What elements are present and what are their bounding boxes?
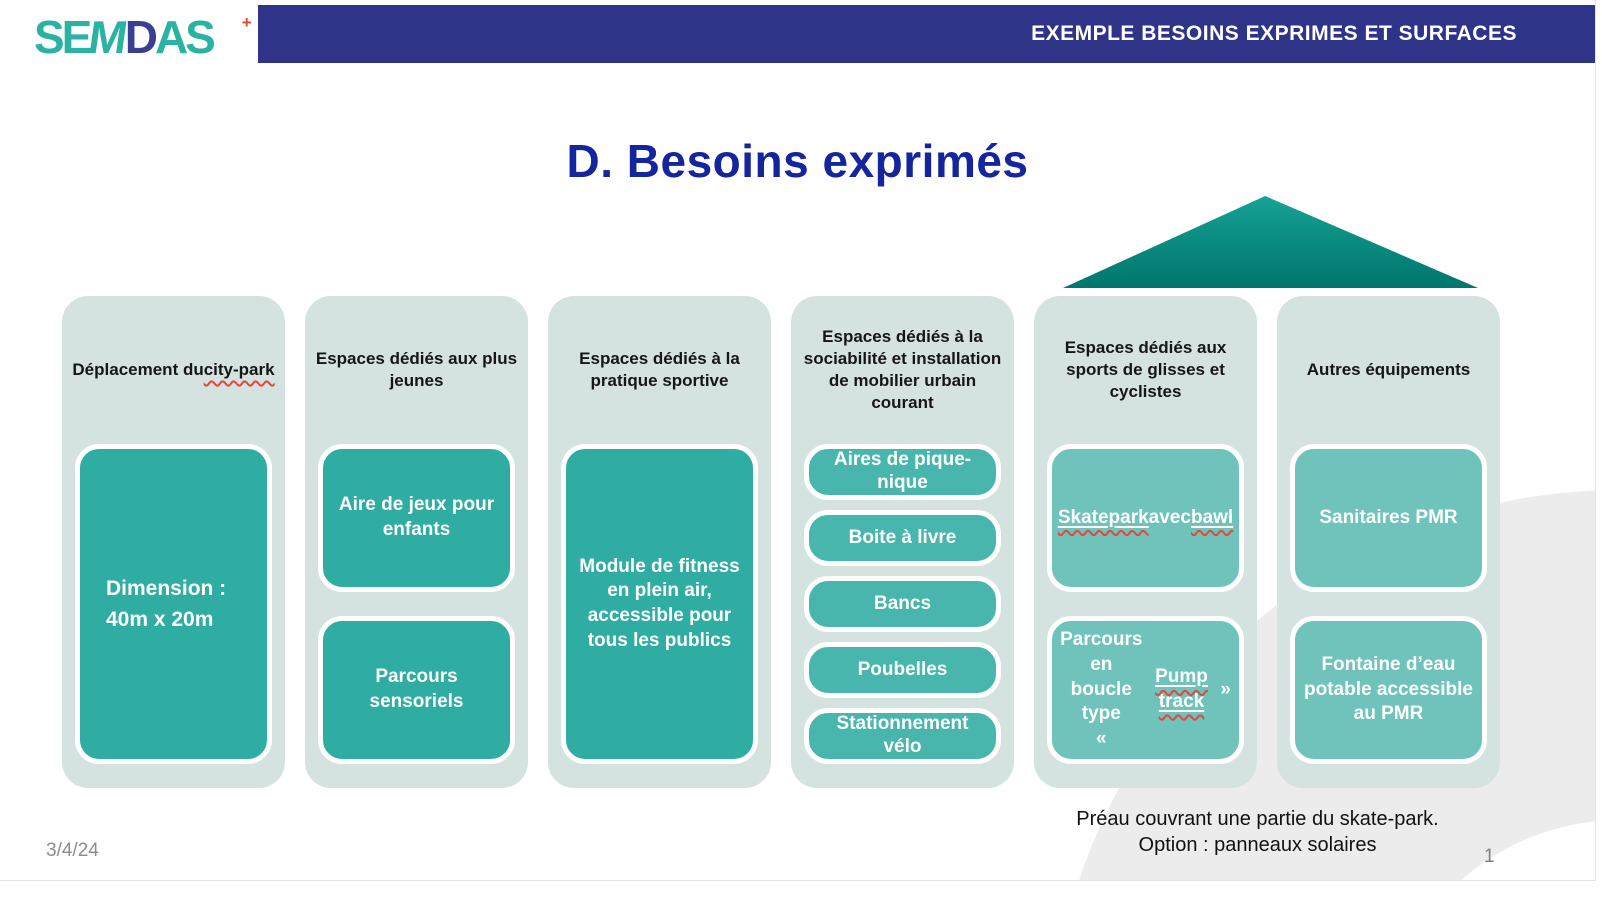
- slide-title: D. Besoins exprimés: [566, 135, 1029, 187]
- column-header: Espaces dédiés à la pratique sportive: [579, 348, 740, 390]
- column-header: Autres équipements: [1306, 359, 1471, 379]
- presentation-slide: SEMD+AS EXEMPLE BESOINS EXPRIMES ET SURF…: [0, 0, 1596, 881]
- column-boxes: Dimension : 40m x 20m: [62, 444, 285, 788]
- column-header: Espaces dédiés aux sports de glisses et …: [1064, 337, 1227, 402]
- need-box: Fontaine d’eau potable accessible au PMR: [1290, 616, 1487, 764]
- need-box: Aires de pique-nique: [804, 444, 1001, 500]
- annotation-line-2: Option : panneaux solaires: [1138, 834, 1377, 857]
- slide-page-number: 1: [1484, 846, 1495, 867]
- semdas-logo: SEMD+AS: [34, 10, 252, 64]
- logo-letter-d: D+: [124, 11, 252, 63]
- column-header: Déplacement du city-park: [62, 296, 285, 444]
- annotation-note: Préau couvrant une partie du skate-park.…: [1000, 806, 1515, 859]
- need-column: Espaces dédiés aux sports de glisses et …: [1034, 296, 1257, 788]
- need-box: Dimension : 40m x 20m: [75, 444, 272, 764]
- logo-letters-as: AS: [154, 11, 216, 63]
- need-box: Parcours sensoriels: [318, 616, 515, 764]
- header-banner: EXEMPLE BESOINS EXPRIMES ET SURFACES: [258, 5, 1595, 63]
- column-boxes: Module de fitness en plein air, accessib…: [548, 444, 771, 788]
- logo-plus-icon: +: [241, 13, 252, 32]
- need-box: Bancs: [804, 576, 1001, 632]
- need-column: Espaces dédiés à la sociabilité et insta…: [791, 296, 1014, 788]
- banner-title: EXEMPLE BESOINS EXPRIMES ET SURFACES: [1031, 22, 1517, 45]
- need-box: Skatepark avec bawl: [1047, 444, 1244, 592]
- misspelled-word: bawl: [1190, 506, 1234, 528]
- logo-letters-se: SE: [34, 11, 92, 63]
- need-box: Stationnement vélo: [804, 708, 1001, 764]
- misspelled-word: Pump track: [1155, 666, 1208, 712]
- need-box: Poubelles: [804, 642, 1001, 698]
- column-header: Espaces dédiés aux plus jeunes: [315, 348, 518, 390]
- need-box: Boite à livre: [804, 510, 1001, 566]
- slide-date: 3/4/24: [46, 840, 99, 861]
- need-box: Aire de jeux pour enfants: [318, 444, 515, 592]
- misspelled-word: Skatepark: [1057, 506, 1149, 528]
- column-header: Espaces dédiés à la sociabilité et insta…: [803, 326, 1002, 413]
- misspelled-word: city-park: [203, 359, 275, 379]
- need-box: Module de fitness en plein air, accessib…: [561, 444, 758, 764]
- logo-letter-m: M: [85, 11, 129, 63]
- need-box: Sanitaires PMR: [1290, 444, 1487, 592]
- annotation-line-1: Préau couvrant une partie du skate-park.: [1076, 808, 1439, 830]
- need-box: Parcours en boucle type « Pump track »: [1047, 616, 1244, 764]
- roof-triangle-shape: [1063, 196, 1478, 288]
- column-boxes: Sanitaires PMR Fontaine d’eau potable acc…: [1277, 444, 1500, 788]
